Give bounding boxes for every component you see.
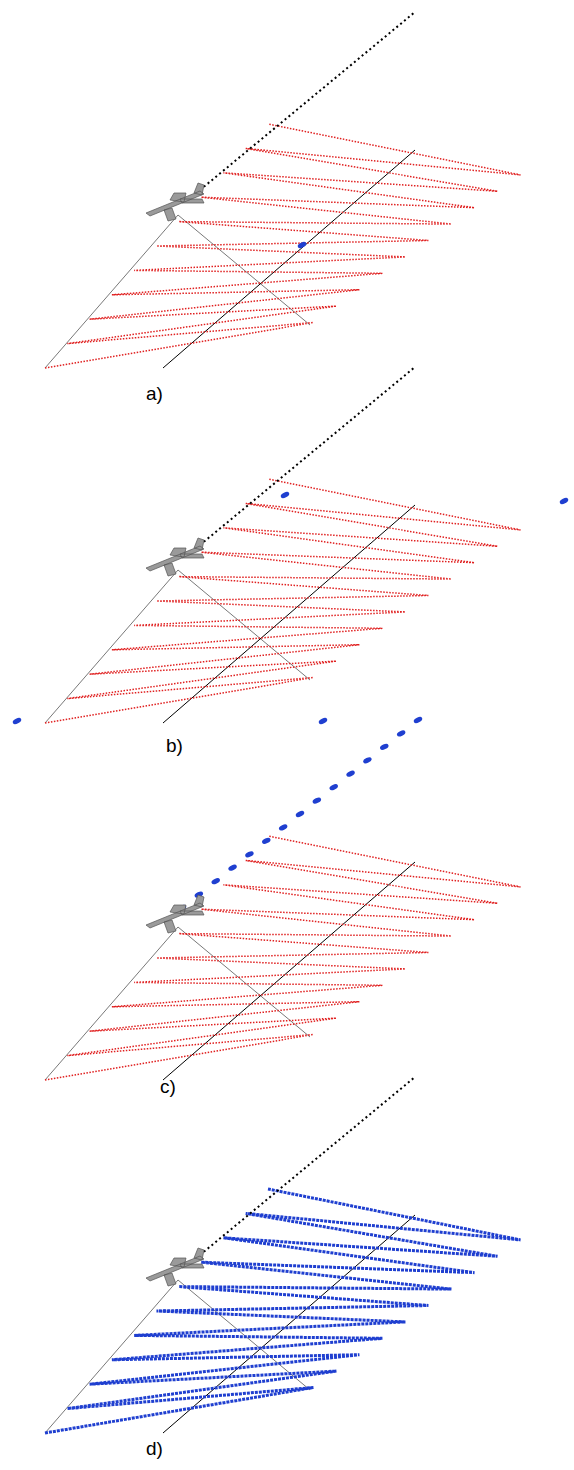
- panel-label: a): [146, 383, 163, 405]
- blue-point: [318, 717, 328, 725]
- panel-label: b): [166, 735, 183, 757]
- scan-pattern: [45, 124, 521, 368]
- blue-point: [362, 756, 372, 764]
- blue-point: [211, 877, 221, 885]
- aircraft-symbol: [146, 895, 204, 933]
- blue-point: [559, 497, 569, 505]
- scan-pattern: [45, 1189, 521, 1433]
- blue-point: [261, 837, 271, 845]
- aircraft-symbol: [146, 183, 204, 221]
- panel-label: c): [160, 1076, 176, 1098]
- scan-pattern: [45, 479, 521, 723]
- flight-path: [200, 367, 415, 545]
- blue-point: [278, 823, 288, 831]
- blue-point: [329, 783, 339, 791]
- blue-point: [396, 729, 406, 737]
- blue-point: [244, 850, 254, 858]
- flight-path: [200, 12, 415, 190]
- blue-point: [379, 743, 389, 751]
- blue-point: [295, 810, 305, 818]
- blue-point: [297, 241, 307, 249]
- aircraft-symbol: [146, 538, 204, 576]
- blue-point: [227, 864, 237, 872]
- flight-path: [200, 1077, 415, 1255]
- blue-point: [413, 716, 423, 724]
- blue-point: [280, 491, 290, 499]
- panel-label: d): [146, 1438, 163, 1460]
- blue-point: [12, 717, 22, 725]
- aircraft-symbol: [146, 1248, 204, 1286]
- scan-pattern: [45, 836, 521, 1080]
- blue-point: [345, 770, 355, 778]
- blue-point: [312, 796, 322, 804]
